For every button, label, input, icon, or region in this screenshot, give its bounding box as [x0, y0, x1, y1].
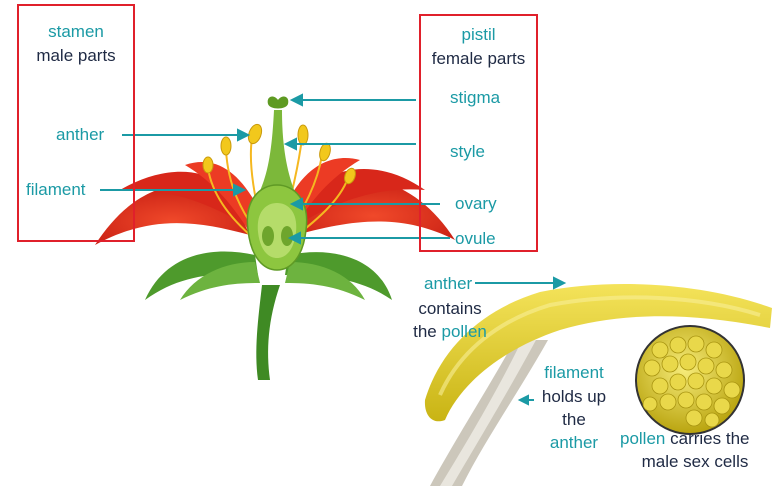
stem: [256, 285, 280, 380]
closeup-pollen-label: pollen: [620, 429, 665, 448]
stamen-subtitle: male parts: [17, 46, 135, 66]
closeup-anther-desc-1: contains: [405, 299, 495, 319]
label-ovary: ovary: [455, 194, 497, 214]
closeup-filament-label: filament: [534, 363, 614, 383]
pistil-subtitle: female parts: [419, 49, 538, 69]
closeup-anther-desc-pollen: pollen: [442, 322, 487, 341]
pistil-style: [258, 110, 296, 195]
label-ovule: ovule: [455, 229, 496, 249]
ovule-left: [262, 226, 274, 246]
stigma-shape: [268, 97, 289, 109]
label-style: style: [450, 142, 485, 162]
label-filament: filament: [26, 180, 86, 200]
stamen-title: stamen: [17, 22, 135, 42]
closeup-filament-desc-1: holds up: [534, 387, 614, 407]
closeup-pollen-line-1: pollen carries the: [620, 429, 749, 449]
label-anther: anther: [56, 125, 104, 145]
closeup-anther-desc-the: the: [413, 322, 437, 341]
closeup-pollen-desc-1: carries the: [670, 429, 749, 448]
closeup-filament-desc-3: anther: [534, 433, 614, 453]
closeup-anther-label: anther: [424, 274, 472, 294]
closeup-pollen-desc-2: male sex cells: [630, 452, 760, 472]
label-stigma: stigma: [450, 88, 500, 108]
ovule-right: [281, 226, 293, 246]
closeup-filament-desc-2: the: [534, 410, 614, 430]
closeup-anther-desc-2: the pollen: [395, 322, 505, 342]
pistil-title: pistil: [419, 25, 538, 45]
